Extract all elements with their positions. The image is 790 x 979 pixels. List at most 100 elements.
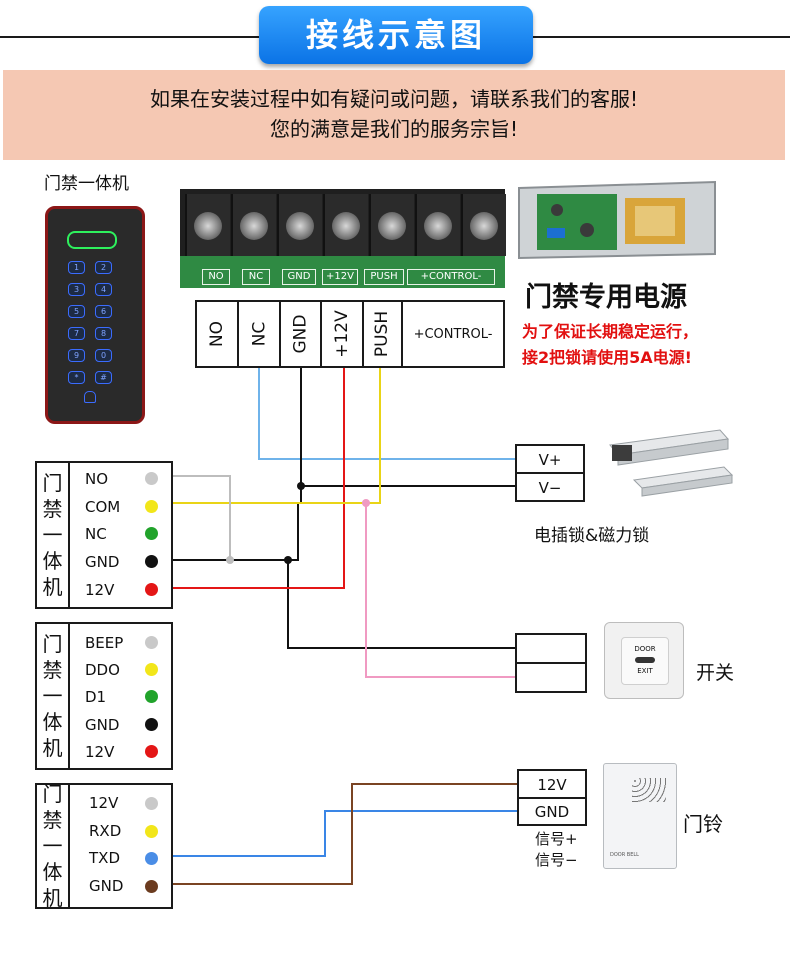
access-panel-serial: 门禁一体机 12V RXD TXD GND: [35, 782, 173, 910]
terminal-cell-12v: +12V: [322, 302, 364, 366]
wire-no-gray: [170, 475, 231, 560]
wire-gnd-brown: [170, 783, 519, 885]
pin-dot-brown: [145, 880, 158, 893]
pcb-label: +CONTROL-: [407, 269, 495, 285]
doorbell-terminal-box: 12V GND: [517, 769, 587, 826]
terminal-cell-nc: NC: [239, 302, 281, 366]
pin-dot-gray: [145, 472, 158, 485]
terminal-cell-no: NO: [197, 302, 239, 366]
pcb-label: GND: [282, 269, 316, 285]
keypad-key: 5: [68, 305, 85, 318]
exit-button-text-top: DOOR: [634, 645, 656, 653]
doorbell-device-text: DOOR BELL: [610, 852, 639, 858]
power-supply-note-line-2: 接2把锁请使用5A电源!: [522, 348, 692, 367]
exit-button-face: DOOR EXIT: [621, 637, 669, 685]
doorbell-terminal-12v: 12V: [519, 771, 585, 799]
doorbell-terminal-gnd: GND: [534, 803, 570, 821]
pin-label: D1: [85, 688, 107, 706]
bell-icon: [84, 391, 96, 403]
access-panel-wiegand: 门禁一体机 BEEP DDO D1 GND 12V: [35, 622, 173, 770]
key-icon: [635, 657, 655, 663]
pin-label: 12V: [85, 743, 115, 761]
power-supply-note-line-1: 为了保证长期稳定运行，: [522, 322, 699, 341]
panel-head: 门禁一体机: [37, 782, 70, 910]
wire-gnd-black-panel: [170, 486, 302, 561]
title-rule-right: [533, 36, 790, 38]
pin-dot-black: [145, 555, 158, 568]
pin-dot-red: [145, 745, 158, 758]
pin-label: DDO: [85, 661, 120, 679]
pin-dot-gray: [145, 636, 158, 649]
pcb-label: +12V: [322, 269, 358, 285]
keypad-key: 9: [68, 349, 85, 362]
pin-dot-gray: [145, 797, 158, 810]
keypad-key: 0: [95, 349, 112, 362]
lock-terminal-vplus: V+: [517, 446, 583, 474]
pcb-strip: [180, 256, 505, 288]
pin-dot-green: [145, 690, 158, 703]
wire-gnd-black-lock: [300, 368, 517, 487]
junction-dot: [362, 499, 370, 507]
pin-dot-yellow: [145, 500, 158, 513]
pin-label: TXD: [89, 849, 120, 867]
terminal-screw-block: [277, 194, 322, 256]
keypad-key: 6: [95, 305, 112, 318]
keypad-key: 8: [95, 327, 112, 340]
screw-icon: [286, 212, 314, 240]
page-title: 接线示意图: [259, 6, 533, 64]
magnetic-lock-icon: [609, 429, 734, 497]
screw-icon: [194, 212, 222, 240]
title-bar: [0, 0, 790, 70]
pcb-label: NO: [202, 269, 230, 285]
doorbell-caption: 门铃: [683, 812, 723, 836]
keypad-key: 7: [68, 327, 85, 340]
keypad-key: *: [68, 371, 85, 384]
pin-label: BEEP: [85, 634, 124, 652]
keypad-card-reader-led: [67, 231, 117, 249]
pin-label: 12V: [85, 581, 115, 599]
screw-icon: [470, 212, 498, 240]
access-keypad-device: 1 2 3 4 5 6 7 8 9 0 * #: [45, 206, 145, 424]
keypad-key: 4: [95, 283, 112, 296]
doorbell-signal-minus: 信号−: [535, 851, 578, 869]
pin-label: GND: [85, 553, 120, 571]
pcb-label: NC: [242, 269, 270, 285]
exit-button-photo: DOOR EXIT: [604, 622, 684, 699]
keypad-key: 1: [68, 261, 85, 274]
power-supply-title: 门禁专用电源: [525, 282, 687, 313]
exit-button-text-bottom: EXIT: [637, 667, 653, 675]
pcb-label: PUSH: [364, 269, 404, 285]
wire-push-yellow: [170, 368, 381, 504]
terminal-screw-block: [369, 194, 414, 256]
switch-terminal-2: [517, 664, 585, 693]
wire-nc-blue: [258, 368, 517, 460]
pin-dot-black: [145, 718, 158, 731]
switch-terminal-1: [517, 635, 585, 664]
pin-label: GND: [89, 877, 124, 895]
terminal-screw-block: [323, 194, 368, 256]
pin-label: COM: [85, 498, 121, 516]
screw-icon: [240, 212, 268, 240]
pin-dot-red: [145, 583, 158, 596]
pin-label: RXD: [89, 822, 122, 840]
speaker-grille-icon: [632, 778, 666, 802]
panel-head: 门禁一体机: [37, 463, 70, 607]
keypad-label: 门禁一体机: [44, 174, 129, 194]
wire-push-pink: [365, 503, 517, 678]
pin-dot-green: [145, 527, 158, 540]
notice-line-1: 如果在安装过程中如有疑问或问题，请联系我们的客服!: [149, 87, 639, 111]
wire-12v-red: [170, 368, 345, 589]
terminal-screw-block: [185, 194, 230, 256]
keypad-key: 3: [68, 283, 85, 296]
power-terminal-table: NO NC GND +12V PUSH +CONTROL-: [195, 300, 505, 368]
switch-caption: 开关: [696, 662, 735, 684]
terminal-screw-block: [461, 194, 506, 256]
wire-txd-blue: [170, 810, 519, 857]
switch-terminal-box: [515, 633, 587, 693]
notice-banner: 如果在安装过程中如有疑问或问题，请联系我们的客服! 您的满意是我们的服务宗旨!: [3, 70, 785, 160]
terminal-screw-block: [415, 194, 460, 256]
pin-label: NC: [85, 525, 107, 543]
access-panel-relay: 门禁一体机 NO COM NC GND 12V: [35, 461, 173, 609]
power-supply-note: 为了保证长期稳定运行， 接2把锁请使用5A电源!: [522, 319, 698, 371]
